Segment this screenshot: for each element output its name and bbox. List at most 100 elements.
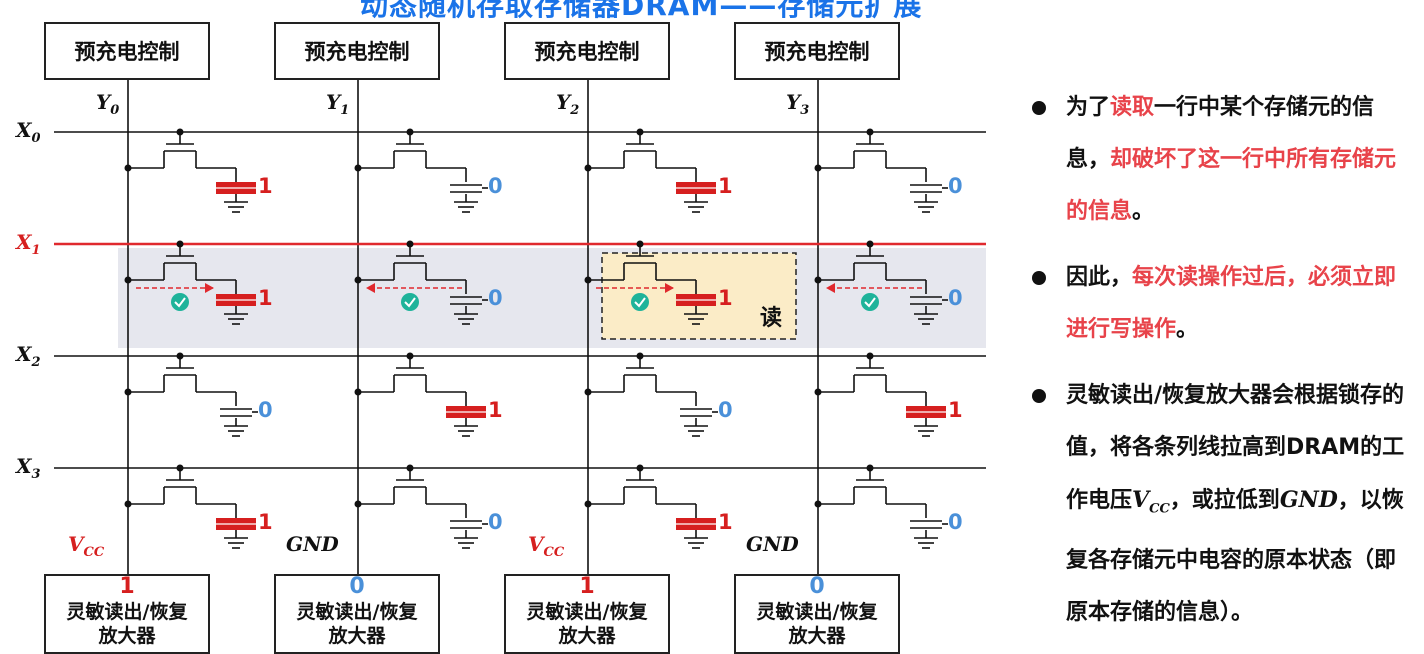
precharge-control-box: 预充电控制: [44, 22, 210, 80]
note-3-gnd: GND: [1279, 487, 1338, 513]
cell-value: 1: [258, 510, 273, 534]
bitline-dot: [354, 276, 362, 284]
cell-value: 0: [488, 286, 503, 310]
cell-value: 0: [948, 174, 963, 198]
amplifier-value: 1: [119, 574, 135, 599]
note-3: 灵敏读出/恢复放大器会根据锁存的值，将各条列线拉高到DRAM的工作电压VCC，或…: [1032, 370, 1417, 639]
cell-value: 0: [718, 398, 733, 422]
check-mark: [404, 297, 416, 308]
label-sub: 2: [31, 355, 41, 370]
bitline-dot: [124, 388, 132, 396]
arrow-head: [205, 283, 214, 293]
cell-value: 1: [948, 398, 963, 422]
supply-label: VCC: [68, 532, 104, 560]
bitline-dot: [354, 500, 362, 508]
cell-value: 1: [258, 286, 273, 310]
amplifier-label-line1: 灵敏读出/恢复: [526, 601, 648, 623]
active-row-highlight: [118, 248, 986, 348]
bitline-dot: [124, 500, 132, 508]
label-sub: 3: [800, 103, 810, 118]
supply-label: GND: [286, 532, 339, 556]
memory-cell-r3c3: [814, 464, 948, 549]
bitline-dot: [584, 388, 592, 396]
label-main: V: [68, 532, 84, 556]
bullet-icon: [1032, 389, 1046, 403]
bitline-dot: [814, 388, 822, 396]
cell-value: 1: [718, 174, 733, 198]
row-label: X2: [16, 342, 41, 370]
amplifier-value: 1: [579, 574, 595, 599]
label-main: Y: [96, 90, 111, 114]
label-main: V: [528, 532, 544, 556]
check-mark: [864, 297, 876, 308]
read-label: 读: [760, 306, 783, 331]
memory-cell-r3c0: [124, 464, 256, 549]
row-label: X0: [16, 118, 41, 146]
note-3-vcc-sub: CC: [1149, 501, 1170, 517]
amplifier-label-line1: 灵敏读出/恢复: [66, 601, 188, 623]
amplifier-value: 0: [349, 574, 365, 599]
label-sub: 1: [340, 103, 350, 118]
supply-label: VCC: [528, 532, 564, 560]
cell-value: 0: [258, 398, 273, 422]
label-main: X: [16, 118, 32, 142]
memory-cell-r2c0: [124, 352, 258, 437]
cell-value: 1: [718, 510, 733, 534]
amplifier-label-line2: 放大器: [328, 625, 386, 647]
label-sub: 0: [31, 131, 41, 146]
bitline-dot: [354, 164, 362, 172]
bitline-dot: [814, 276, 822, 284]
check-icon: [631, 293, 649, 311]
bullet-icon: [1032, 271, 1046, 285]
memory-cell-r3c2: [584, 464, 716, 549]
arrow-head: [665, 283, 674, 293]
precharge-control-box: 预充电控制: [504, 22, 670, 80]
precharge-control-box: 预充电控制: [734, 22, 900, 80]
note-1-highlight-read: 读取: [1110, 95, 1155, 120]
label-sub: 2: [570, 103, 580, 118]
label-sub: CC: [83, 545, 105, 560]
note-1-text-a: 为了: [1066, 95, 1111, 120]
supply-label: GND: [746, 532, 799, 556]
memory-cell-r0c1: [354, 128, 488, 213]
column-label: Y2: [556, 90, 579, 118]
column-label: Y3: [786, 90, 809, 118]
memory-cell-r0c3: [814, 128, 948, 213]
note-3-text-a: 灵敏读出/恢复放大器会根据锁存的值，将各条列线拉高到DRAM的工作电压: [1066, 383, 1405, 513]
label-sub: CC: [543, 545, 565, 560]
label-sub: 1: [31, 243, 41, 258]
cell-value: 0: [488, 510, 503, 534]
note-2: 因此，每次读操作过后，必须立即进行写操作。: [1032, 252, 1417, 356]
precharge-control-box: 预充电控制: [274, 22, 440, 80]
dram-circuit-diagram: [54, 80, 986, 575]
memory-cell-r2c3: [814, 352, 946, 437]
amplifier-label-line1: 灵敏读出/恢复: [296, 601, 418, 623]
label-sub: 3: [31, 467, 41, 482]
bitline-dot: [354, 388, 362, 396]
cell-value: 1: [258, 174, 273, 198]
amplifier-label-line2: 放大器: [788, 625, 846, 647]
column-label: Y0: [96, 90, 119, 118]
cell-value: 1: [488, 398, 503, 422]
memory-cell-r1c2: [584, 240, 716, 325]
bitline-dot: [584, 164, 592, 172]
cell-value: 0: [488, 174, 503, 198]
explanation-notes: 为了读取一行中某个存储元的信息，却破坏了这一行中所有存储元的信息。 因此，每次读…: [1032, 82, 1417, 653]
row-label: X3: [16, 454, 41, 482]
cell-value: 0: [948, 510, 963, 534]
bitline-dot: [124, 276, 132, 284]
note-1-text-c: 一行中某个存储元的信息，: [1066, 95, 1375, 172]
memory-cell-r3c1: [354, 464, 488, 549]
amplifier-label-line1: 灵敏读出/恢复: [756, 601, 878, 623]
label-main: X: [16, 230, 32, 254]
label-main: Y: [786, 90, 801, 114]
cell-value: 1: [718, 286, 733, 310]
bitline-dot: [124, 164, 132, 172]
arrow-head: [826, 283, 835, 293]
check-mark: [634, 297, 646, 308]
amplifier-label-line2: 放大器: [558, 625, 616, 647]
note-3-text-b: ，或拉低到: [1169, 488, 1280, 513]
